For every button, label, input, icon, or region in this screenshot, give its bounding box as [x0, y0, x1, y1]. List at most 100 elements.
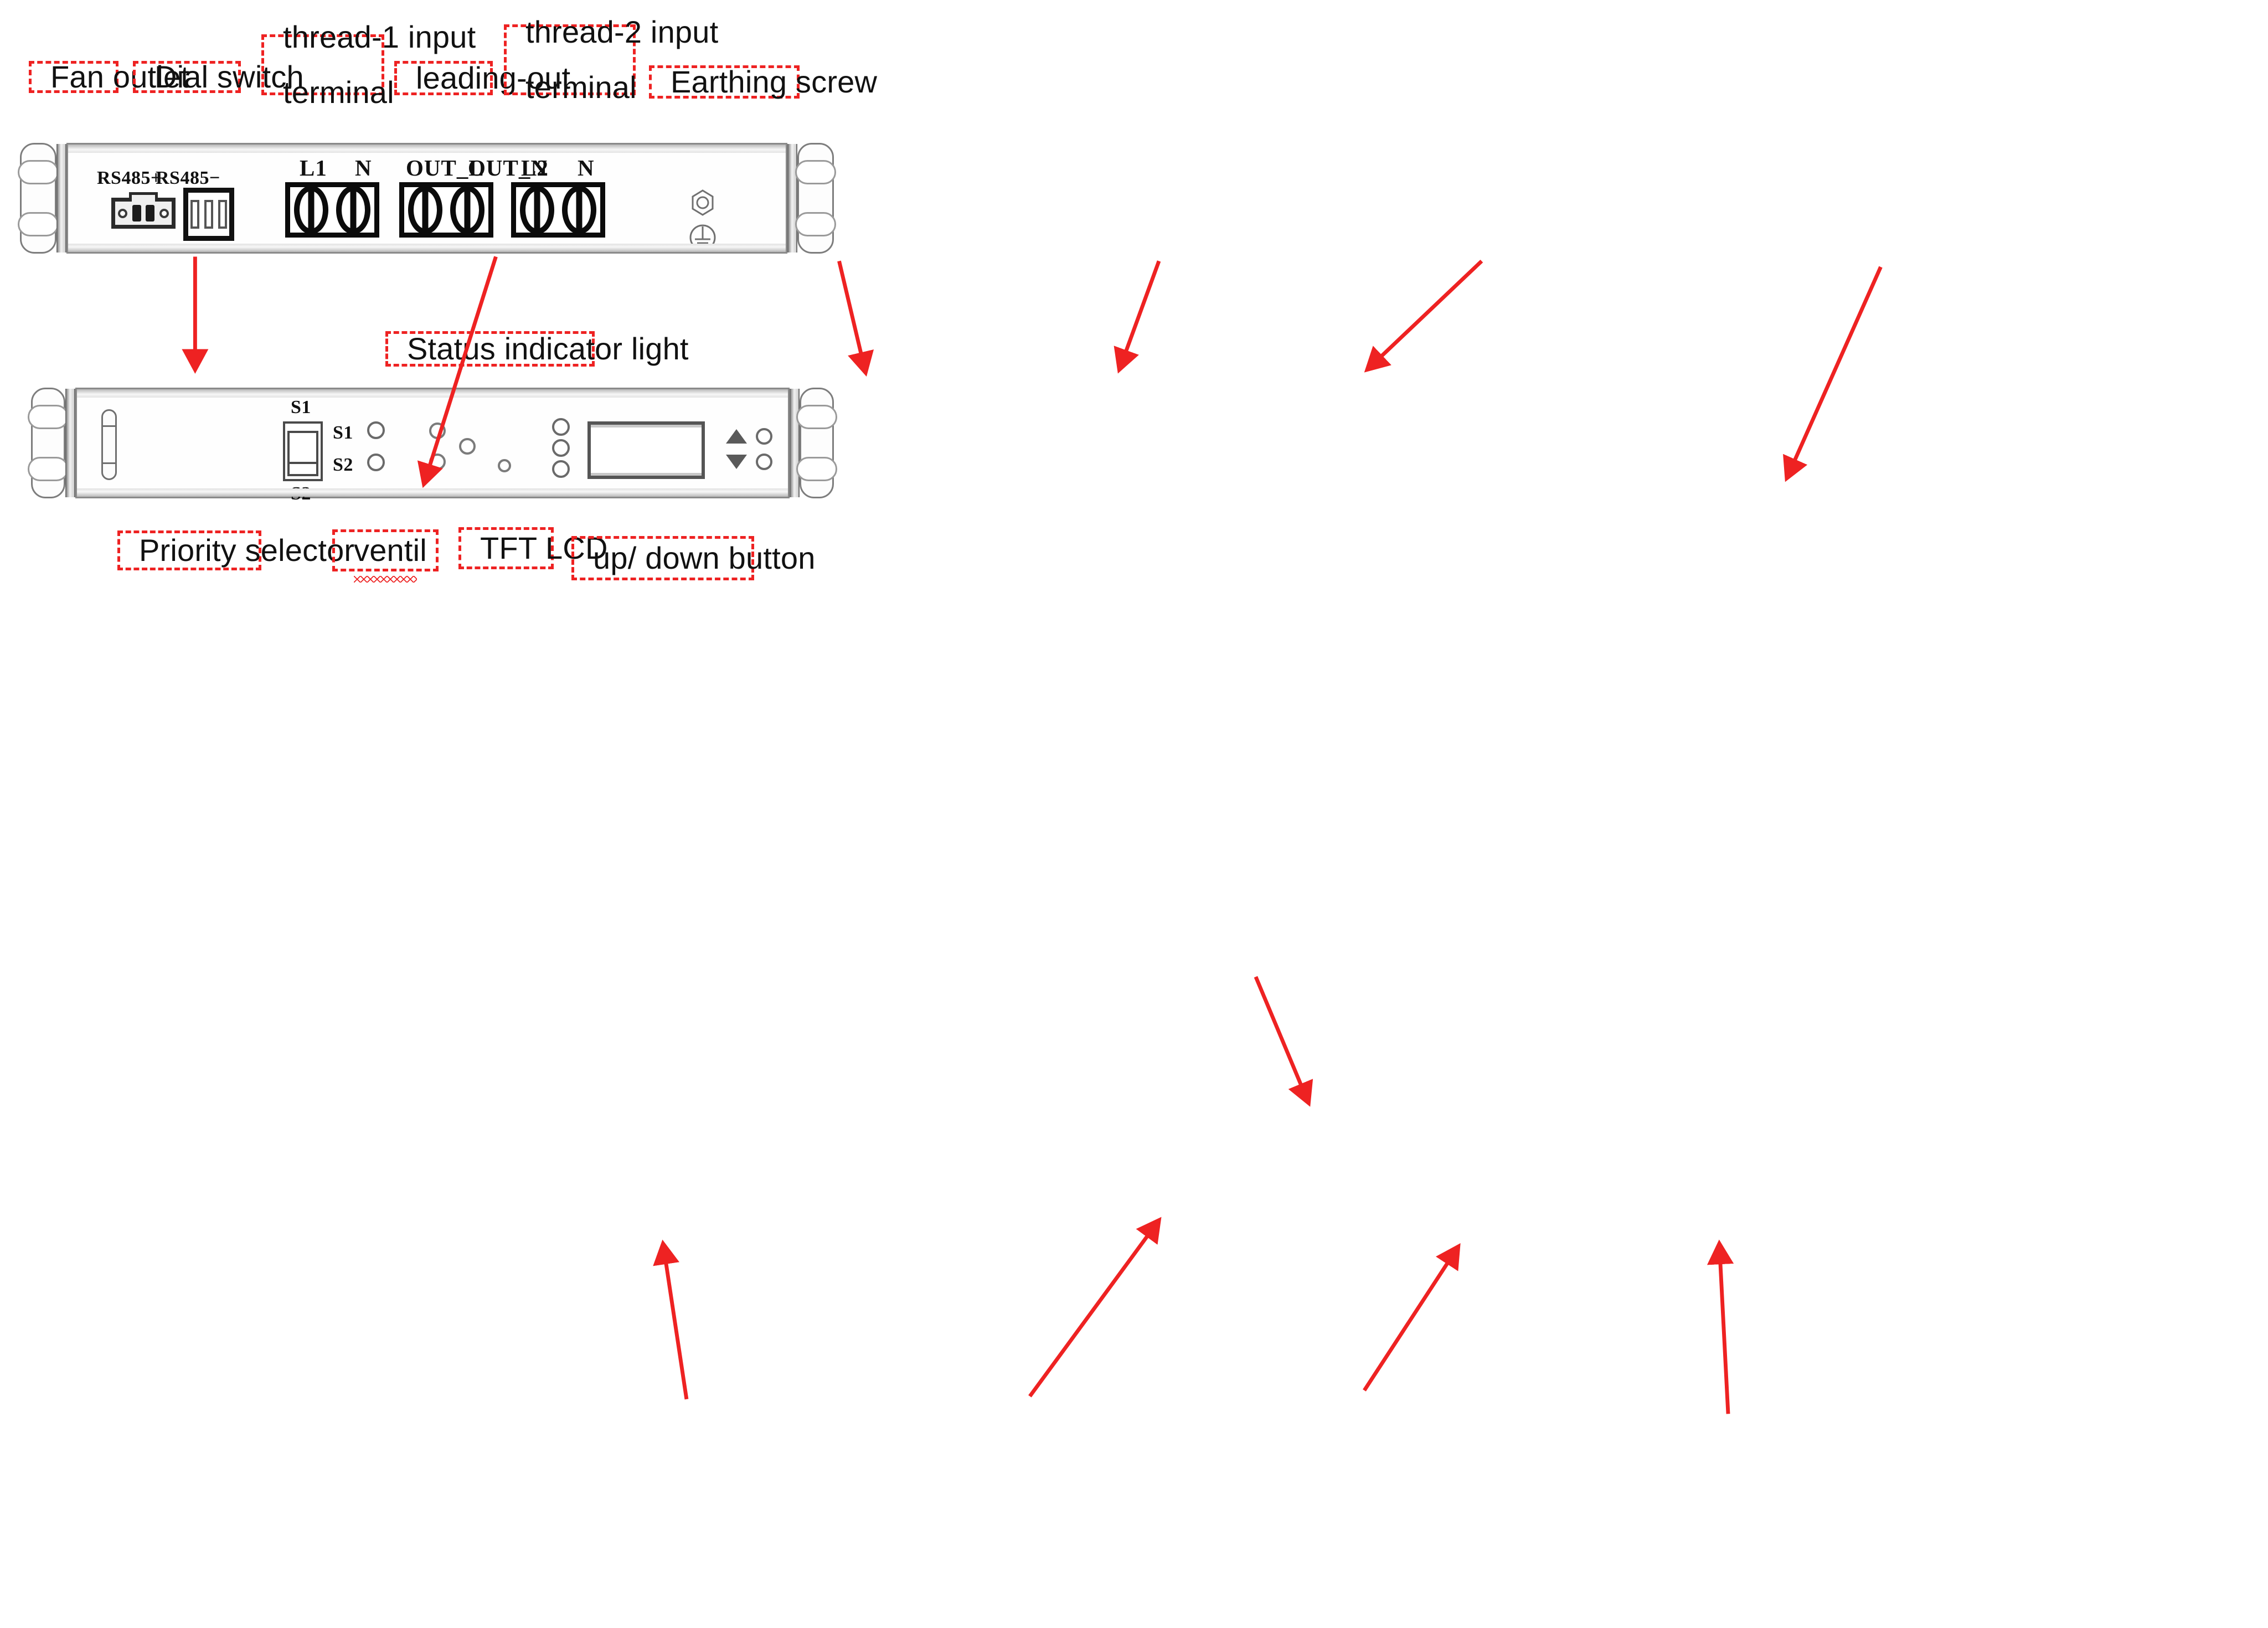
dip-switch-position[interactable] [218, 200, 227, 229]
rack-mount-slot [18, 212, 59, 236]
callout-status-indicator-light: Status indicator light [385, 331, 688, 367]
terminal-screw[interactable] [294, 186, 328, 234]
earthing-screw-icon[interactable] [689, 189, 716, 217]
leader-earthing-screw [1783, 266, 1883, 482]
up-arrow-icon [726, 429, 747, 444]
rack-mount-slot [796, 457, 837, 481]
tft-lcd-screen[interactable] [587, 421, 705, 479]
leader-priority-selector [653, 1239, 689, 1400]
callout-label: Earthing screw [671, 64, 878, 99]
selector-rocker[interactable] [287, 431, 318, 476]
pin-label-n2: N [578, 155, 595, 181]
leader-ventil [1028, 1217, 1162, 1398]
status-indicator-light [552, 418, 570, 436]
callout-label-line-2: terminal [525, 70, 637, 105]
rear-panel-chassis: RS485+ RS485− L1 N [18, 143, 836, 254]
callout-fan-outlet: Fan outlet [29, 59, 189, 94]
thread-1-input-terminal[interactable] [285, 182, 379, 238]
status-indicator-light [552, 460, 570, 478]
rs485-connector[interactable] [111, 192, 176, 229]
connector-screw-hole [159, 208, 169, 218]
handle-bar [102, 425, 116, 427]
source-led-label-s2: S2 [333, 455, 353, 475]
callout-earthing-screw: Earthing screw [649, 64, 877, 99]
connector-screw-hole [118, 208, 127, 218]
rack-ear-left-front [28, 388, 69, 498]
callout-label-line-2: terminal [283, 75, 394, 110]
pin-label-l2: L2 [521, 155, 549, 181]
selector-label-s2-bottom: S2 [291, 483, 311, 504]
output-terminal[interactable] [399, 182, 493, 238]
terminal-screw[interactable] [562, 186, 596, 234]
thread-2-input-terminal[interactable] [511, 182, 605, 238]
pin-label-out-l: OUT_L [406, 155, 484, 181]
leader-leading-out [1114, 260, 1161, 374]
status-indicator-light [552, 439, 570, 457]
callout-label: ventil [354, 526, 427, 583]
callout-label: Fan outlet [50, 59, 190, 94]
connector-blade [146, 205, 155, 221]
pin-label-n1: N [355, 155, 372, 181]
callout-label: Dial switch [154, 59, 304, 94]
rear-faceplate: RS485+ RS485− L1 N [66, 143, 787, 254]
callout-label: Priority selector [139, 532, 355, 568]
rack-mount-slot [795, 160, 836, 184]
ventilation-hole [429, 454, 446, 470]
front-handle-left[interactable] [101, 409, 117, 480]
leader-tft-lcd [1363, 1243, 1461, 1392]
leader-status-indicator-light [1254, 976, 1313, 1107]
callout-up-down-button: up/ down button [571, 536, 815, 580]
pin-label-out-n: OUT_N [468, 155, 548, 181]
ear-joint-right [787, 144, 797, 253]
selector-label-s1-top: S1 [291, 397, 311, 418]
handle-bar [102, 462, 116, 464]
callout-leading-out: leading-out [394, 60, 570, 95]
connector-tab [129, 192, 158, 202]
leader-thread-2-input [1364, 259, 1483, 373]
ear-joint-left [65, 389, 75, 497]
ear-joint-right [790, 389, 800, 497]
ear-joint-left [56, 144, 66, 253]
callout-label-line-1: thread-2 input [525, 14, 719, 50]
rack-mount-slot [28, 405, 69, 429]
front-panel-chassis: S1 S2 S1 S2 [28, 388, 837, 504]
pin-label-l1: L1 [300, 155, 327, 181]
terminal-screw[interactable] [408, 186, 442, 234]
callout-label: TFT LCD [480, 530, 608, 565]
callout-label: up/ down button [593, 540, 816, 575]
ventilation-hole [459, 438, 476, 455]
dip-switch-position[interactable] [190, 200, 200, 229]
rack-mount-slot [796, 405, 837, 429]
terminal-screw[interactable] [336, 186, 370, 234]
earth-ground-icon [688, 222, 717, 253]
up-button[interactable] [756, 428, 772, 445]
priority-selector[interactable] [283, 421, 323, 481]
callout-label: Status indicator light [407, 331, 689, 366]
rack-ear-right-front [796, 388, 837, 498]
ventilation-hole [498, 459, 511, 472]
rs485-minus-label: RS485− [156, 168, 220, 188]
callout-label: leading-out [416, 60, 571, 95]
callout-priority-selector: Priority selector [117, 530, 354, 570]
source-led-label-s1: S1 [333, 423, 353, 443]
terminal-screw[interactable] [520, 186, 554, 234]
rs485-plus-label: RS485+ [97, 168, 162, 188]
dip-switch-position[interactable] [204, 200, 213, 229]
rack-mount-slot [795, 212, 836, 236]
terminal-screw[interactable] [450, 186, 484, 234]
callout-dial-switch: Dial switch [133, 59, 304, 94]
rocker-split [287, 462, 318, 464]
rack-mount-slot [28, 457, 69, 481]
callout-thread-2-input-terminal: thread-2 input terminal [504, 14, 718, 105]
down-button[interactable] [756, 454, 772, 470]
ventilation-hole [429, 423, 446, 439]
down-arrow-icon [726, 455, 747, 469]
front-faceplate: S1 S2 S1 S2 [75, 388, 790, 504]
callout-ventil: ventil [332, 529, 439, 583]
callout-label-line-1: thread-1 input [283, 19, 476, 55]
leader-thread-1-input [837, 260, 874, 377]
dial-switch[interactable] [183, 188, 234, 241]
callout-tft-lcd: TFT LCD [458, 527, 607, 569]
rack-mount-slot [18, 160, 59, 184]
